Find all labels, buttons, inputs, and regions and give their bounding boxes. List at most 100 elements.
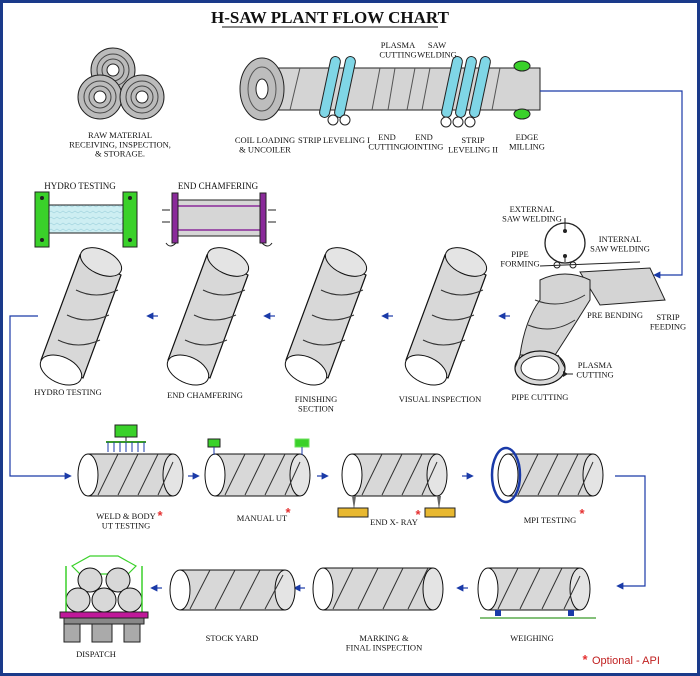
label-end-xray: END X- RAY	[370, 517, 418, 527]
optional-star-weld-ut: *	[157, 508, 163, 523]
label-manual-ut: MANUAL UT	[237, 513, 288, 523]
label-line: FINAL INSPECTION	[346, 642, 422, 652]
label-line: PRE BENDING	[587, 310, 643, 320]
label-line: RAW MATERIAL	[88, 130, 152, 140]
label-line: HYDRO TESTING	[34, 387, 102, 397]
pipe-end-xray	[337, 453, 456, 518]
label-line: PIPE	[511, 249, 528, 259]
flow-line-to-ut	[9, 315, 72, 480]
dispatch-truck	[59, 555, 149, 643]
label-line: WELDING	[417, 49, 457, 59]
label-line: SECTION	[298, 403, 334, 413]
label-line: DISPATCH	[76, 649, 116, 659]
pipe-forming-station	[539, 218, 641, 269]
page-title: H-SAW PLANT FLOW CHART	[211, 8, 450, 27]
label-line: END X- RAY	[370, 517, 418, 527]
label-line: VISUAL INSPECTION	[399, 394, 482, 404]
label-pipe-cutting: PIPE CUTTING	[512, 392, 569, 402]
label-line: END	[378, 132, 395, 142]
flow-line-to-weighing	[615, 475, 646, 590]
pipe-finishing-section	[284, 247, 368, 386]
label-visual-inspection: VISUAL INSPECTION	[399, 394, 482, 404]
label-line: FORMING	[500, 258, 539, 268]
label-line: END CHAMFERING	[167, 390, 243, 400]
label-line: FEEDING	[650, 321, 686, 331]
pipe-stock-yard	[169, 569, 296, 611]
pipe-hydro-testing	[39, 247, 123, 386]
label-line: LEVELING II	[448, 144, 498, 154]
label-line: END	[415, 132, 432, 142]
pipe-manual-ut	[204, 438, 311, 497]
label-weighing: WEIGHING	[510, 633, 553, 643]
label-line: HYDRO TESTING	[44, 181, 116, 191]
optional-star-manual-ut: *	[285, 505, 291, 520]
label-line: INTERNAL	[599, 234, 642, 244]
label-line: SAW WELDING	[502, 213, 562, 223]
label-coil-loading: COIL LOADING& UNCOILER	[235, 135, 295, 154]
label-mpi-testing: MPI TESTING	[524, 515, 577, 525]
strip-production-line	[239, 56, 541, 128]
label-line: CUTTING	[368, 141, 405, 151]
label-line: STOCK YARD	[206, 633, 259, 643]
legend-text: Optional - API	[592, 655, 660, 667]
label-line: MANUAL UT	[237, 513, 288, 523]
label-line: RECEIVING, INSPECTION,	[69, 139, 171, 149]
label-line: MILLING	[509, 141, 545, 151]
label-hydro-testing-top: HYDRO TESTING	[44, 181, 116, 191]
label-hydro-testing: HYDRO TESTING	[34, 387, 102, 397]
coil-left	[77, 74, 123, 120]
pipe-end-chamfering	[166, 247, 250, 386]
label-line: END CHAMFERING	[178, 181, 259, 191]
label-line: & STORAGE.	[95, 149, 145, 159]
label-line: UT TESTING	[102, 520, 151, 530]
label-line: STRIP LEVELING I	[298, 135, 370, 145]
label-line: CUTTING	[379, 49, 416, 59]
flow-line-to-strip-feeding	[540, 90, 683, 279]
label-line: FINISHING	[295, 394, 338, 404]
pipe-marking	[312, 567, 444, 611]
label-line: SAW WELDING	[590, 243, 650, 253]
label-line: MARKING &	[359, 633, 409, 643]
optional-star-mpi: *	[579, 506, 585, 521]
label-dispatch: DISPATCH	[76, 649, 116, 659]
label-line: WEIGHING	[510, 633, 553, 643]
pipe-visual-inspection	[404, 247, 488, 386]
label-strip-leveling-1: STRIP LEVELING I	[298, 135, 370, 145]
coil-right	[119, 74, 165, 120]
label-line: JOINTING	[405, 141, 444, 151]
pipe-weld-body-ut	[77, 424, 184, 497]
optional-star-end-xray: *	[415, 507, 421, 522]
raw-material-coils	[77, 47, 165, 120]
label-end-chamfering-top: END CHAMFERING	[178, 181, 259, 191]
label-end-chamfering: END CHAMFERING	[167, 390, 243, 400]
label-line: COIL LOADING	[235, 135, 295, 145]
label-line: STRIP	[461, 135, 484, 145]
strip-feeding-bent-pipe	[514, 267, 666, 386]
pipe-mpi-testing	[490, 446, 604, 504]
pipe-weighing	[477, 567, 596, 619]
hydro-testing-machine	[34, 191, 138, 248]
label-marking: MARKING &FINAL INSPECTION	[346, 633, 422, 652]
label-line: STRIP	[656, 312, 679, 322]
label-line: EXTERNAL	[510, 204, 555, 214]
label-line: EDGE	[516, 132, 539, 142]
label-pre-bending: PRE BENDING	[587, 310, 643, 320]
label-line: WELD & BODY	[96, 511, 156, 521]
label-line: SAW	[428, 40, 446, 50]
legend-star: *	[582, 652, 588, 667]
label-line: & UNCOILER	[239, 144, 291, 154]
label-line: PLASMA	[578, 360, 613, 370]
